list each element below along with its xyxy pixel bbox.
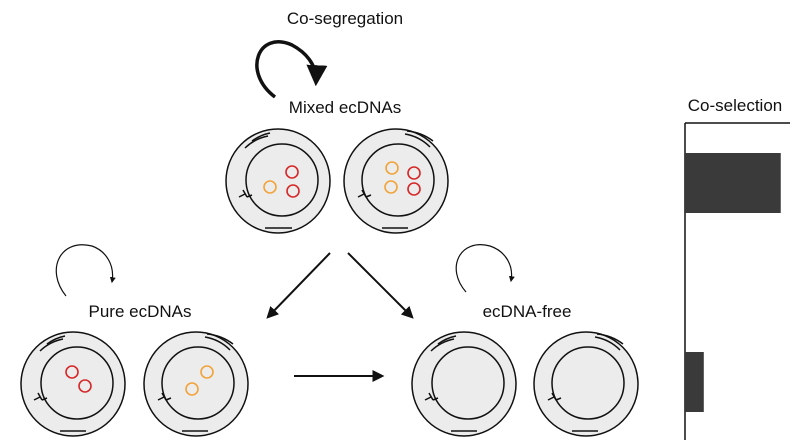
orange-ecdna	[384, 180, 398, 194]
orange-ecdna	[185, 382, 199, 396]
mixed-cell-1	[225, 128, 331, 234]
co-selection-bar-2	[685, 352, 704, 412]
red-ecdna	[407, 166, 421, 180]
orange-ecdna	[263, 180, 277, 194]
mixed-cell-2	[343, 128, 449, 234]
free-curved-arrow	[455, 244, 515, 293]
co-selection-bar-1	[685, 153, 781, 213]
arrow-to-free	[347, 252, 414, 319]
orange-ecdna	[200, 365, 214, 379]
red-ecdna	[407, 182, 421, 196]
pure-ecdnas-label: Pure ecDNAs	[89, 302, 192, 321]
red-ecdna	[78, 379, 92, 393]
pure-curved-arrow	[55, 244, 116, 297]
pure-cell-red	[20, 331, 126, 437]
orange-ecdna	[385, 161, 399, 175]
arrow-to-pure	[266, 252, 331, 319]
red-ecdna	[286, 184, 300, 198]
co-selection-chart	[684, 122, 790, 440]
pure-cell-orange	[143, 331, 249, 437]
ecdna-free-cell-2	[533, 331, 639, 437]
co-selection-title: Co-selection	[688, 96, 783, 115]
red-ecdna	[285, 165, 299, 179]
mixed-ecdnas-label: Mixed ecDNAs	[289, 98, 401, 117]
co-segregation-label: Co-segregation	[287, 9, 403, 28]
ecdna-free-cell-1	[411, 331, 517, 437]
co-segregation-curved-arrow	[255, 40, 328, 99]
ecdna-free-label: ecDNA-free	[483, 302, 572, 321]
red-ecdna	[65, 365, 79, 379]
